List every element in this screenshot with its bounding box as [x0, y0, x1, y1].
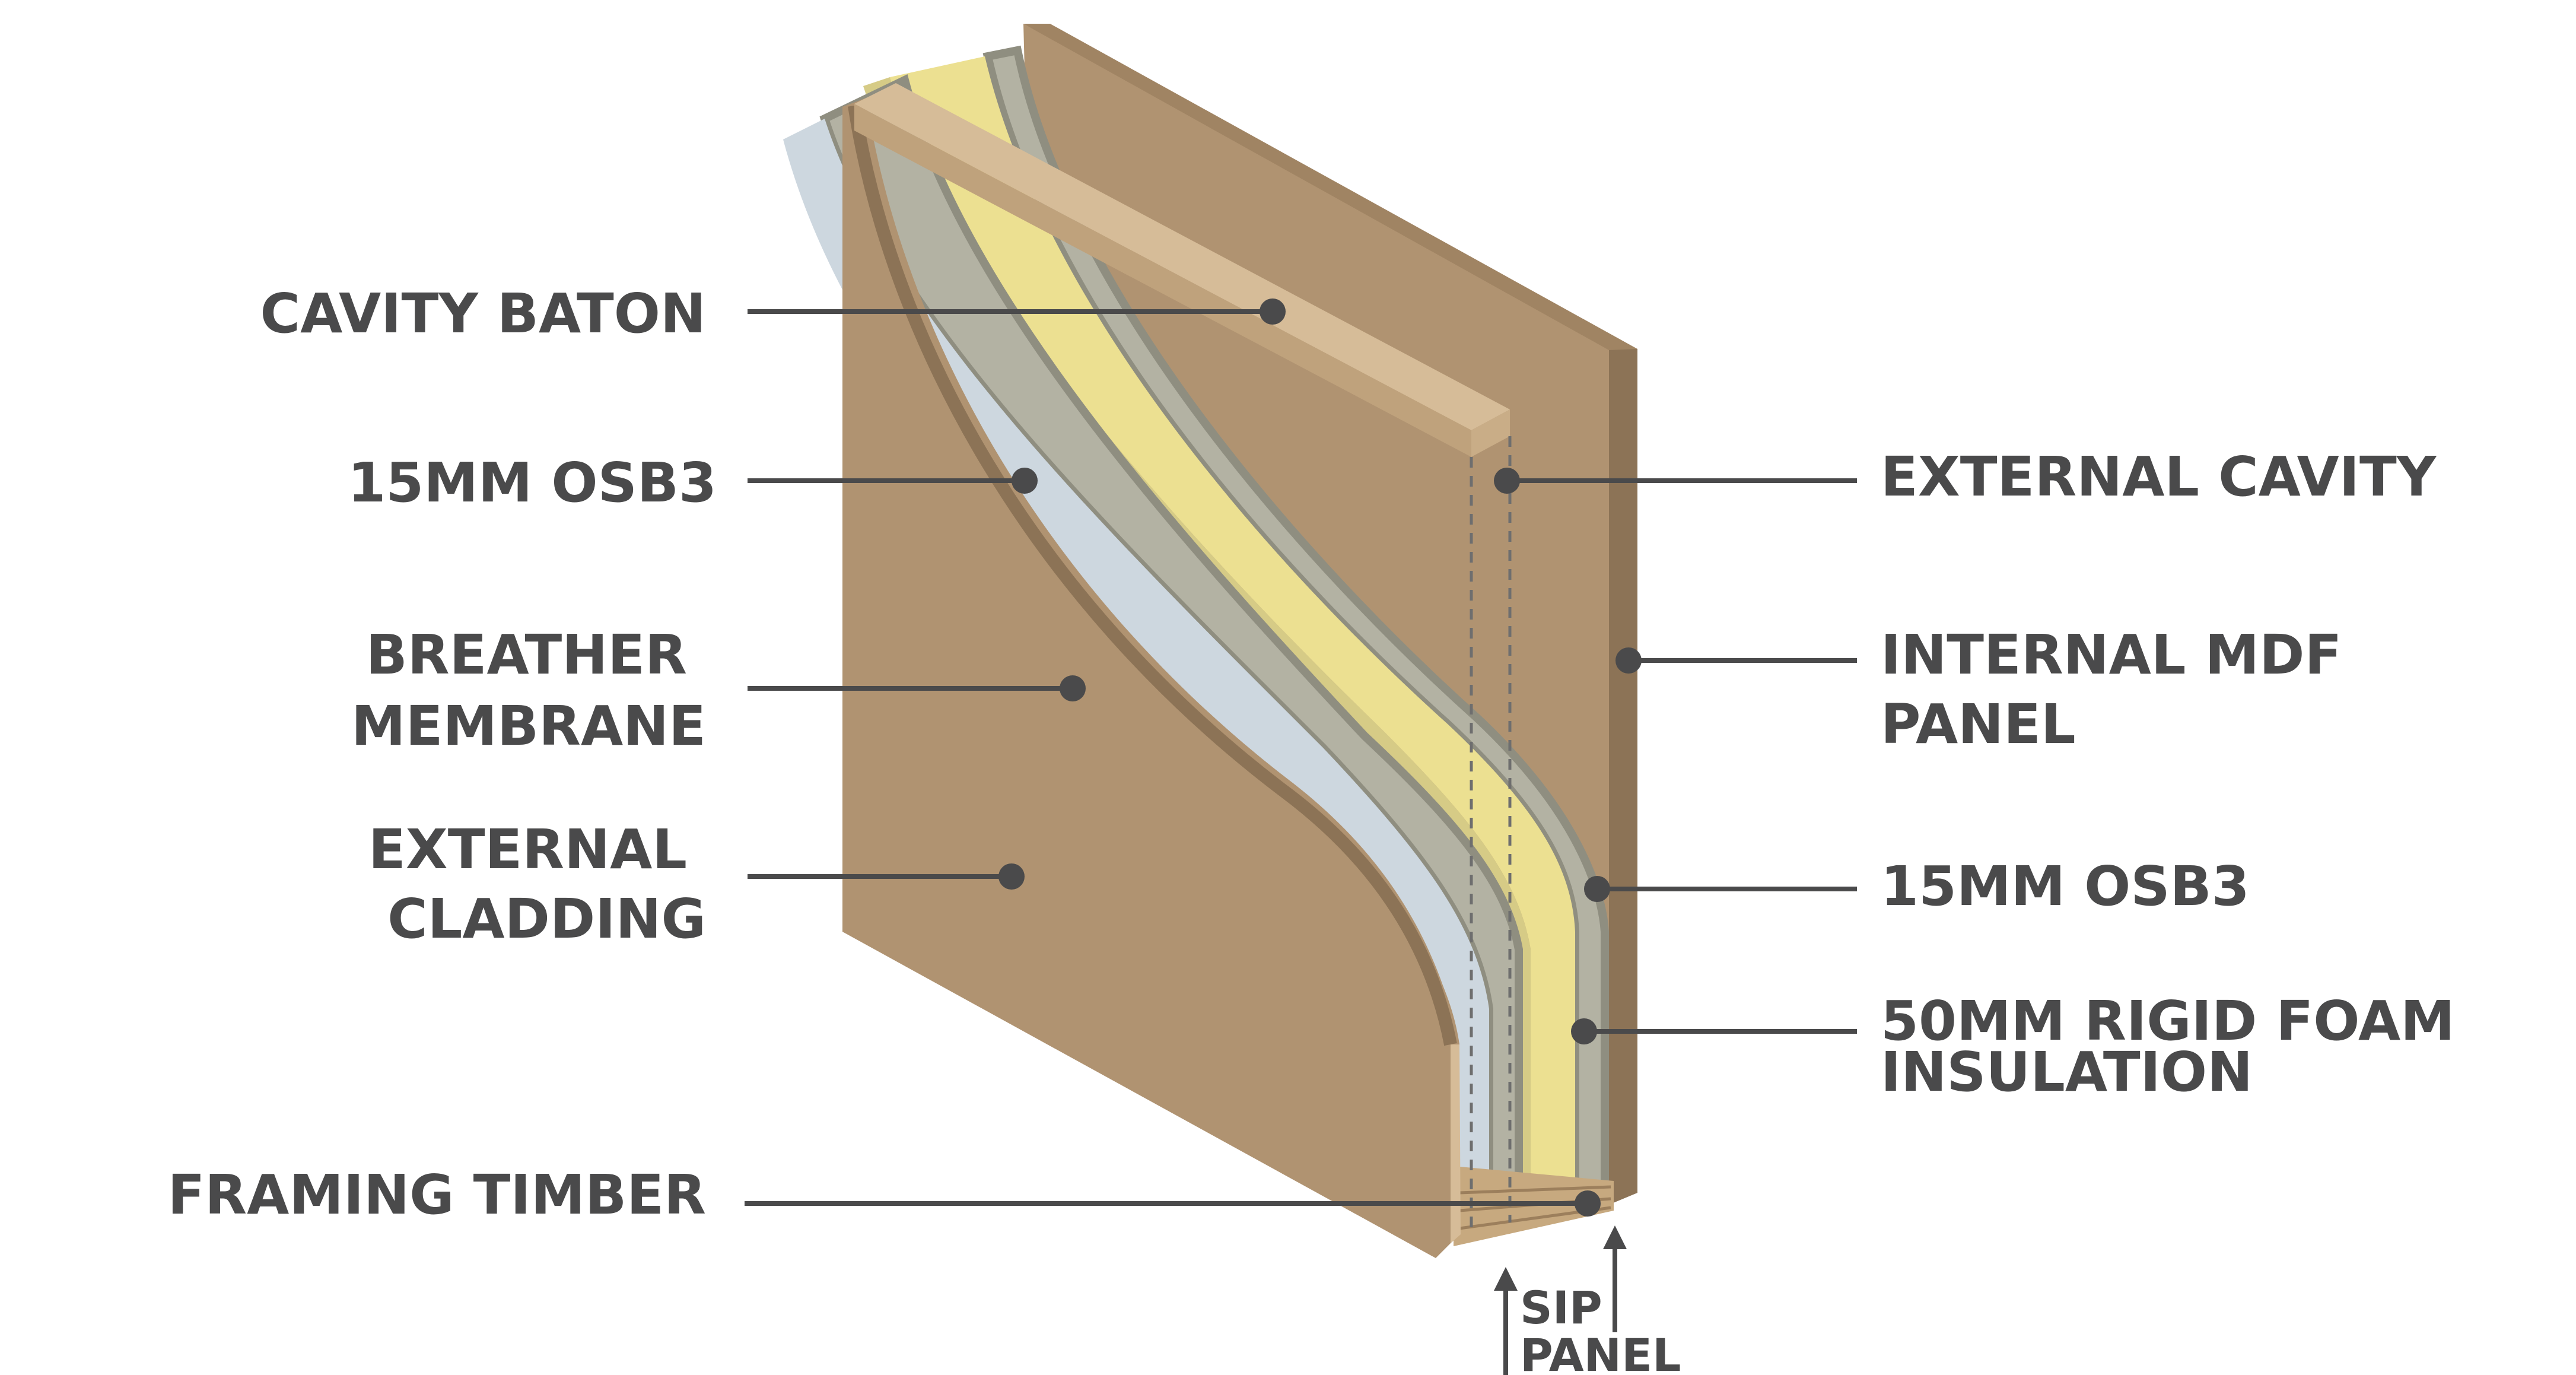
label-external-cladding: EXTERNAL CLADDING [368, 818, 706, 951]
leader-lines [745, 299, 1857, 1217]
dot-external-cavity [1494, 468, 1520, 494]
rigid-foam-layer [890, 56, 1575, 1217]
dot-cavity-baton [1260, 299, 1286, 325]
label-sip-panel: SIP PANEL [1520, 1281, 1681, 1375]
label-rigid-foam-insulation: 50MM RIGID FOAM INSULATION [1881, 989, 2474, 1104]
label-framing-timber: FRAMING TIMBER [167, 1163, 706, 1227]
label-internal-mdf-panel: INTERNAL MDF PANEL [1881, 623, 2361, 756]
dot-osb3-outer [1012, 468, 1038, 494]
label-cavity-baton: CAVITY BATON [260, 282, 706, 345]
label-osb3-outer: 15MM OSB3 [348, 451, 717, 515]
label-osb3-inner: 15MM OSB3 [1881, 855, 2250, 918]
dot-internal-mdf [1615, 647, 1642, 674]
dot-rigid-foam [1571, 1018, 1597, 1044]
sip-panel-guides [1470, 436, 1512, 1234]
cladding-cut-face [1451, 1044, 1461, 1243]
label-external-cavity: EXTERNAL CAVITY [1881, 445, 2437, 509]
arrow-up-icon [1603, 1225, 1627, 1249]
dot-external-cladding [998, 863, 1025, 890]
cladding-edge [848, 104, 1457, 1046]
arrow-up-icon [1494, 1267, 1518, 1291]
sip-panel-arrows [1494, 1225, 1627, 1375]
dot-breather-membrane [1060, 675, 1086, 701]
dot-osb3-inner [1584, 876, 1610, 902]
dot-framing-timber [1575, 1190, 1601, 1217]
label-breather-membrane: BREATHER MEMBRANE [351, 623, 706, 758]
cavity-baton [854, 83, 1510, 457]
